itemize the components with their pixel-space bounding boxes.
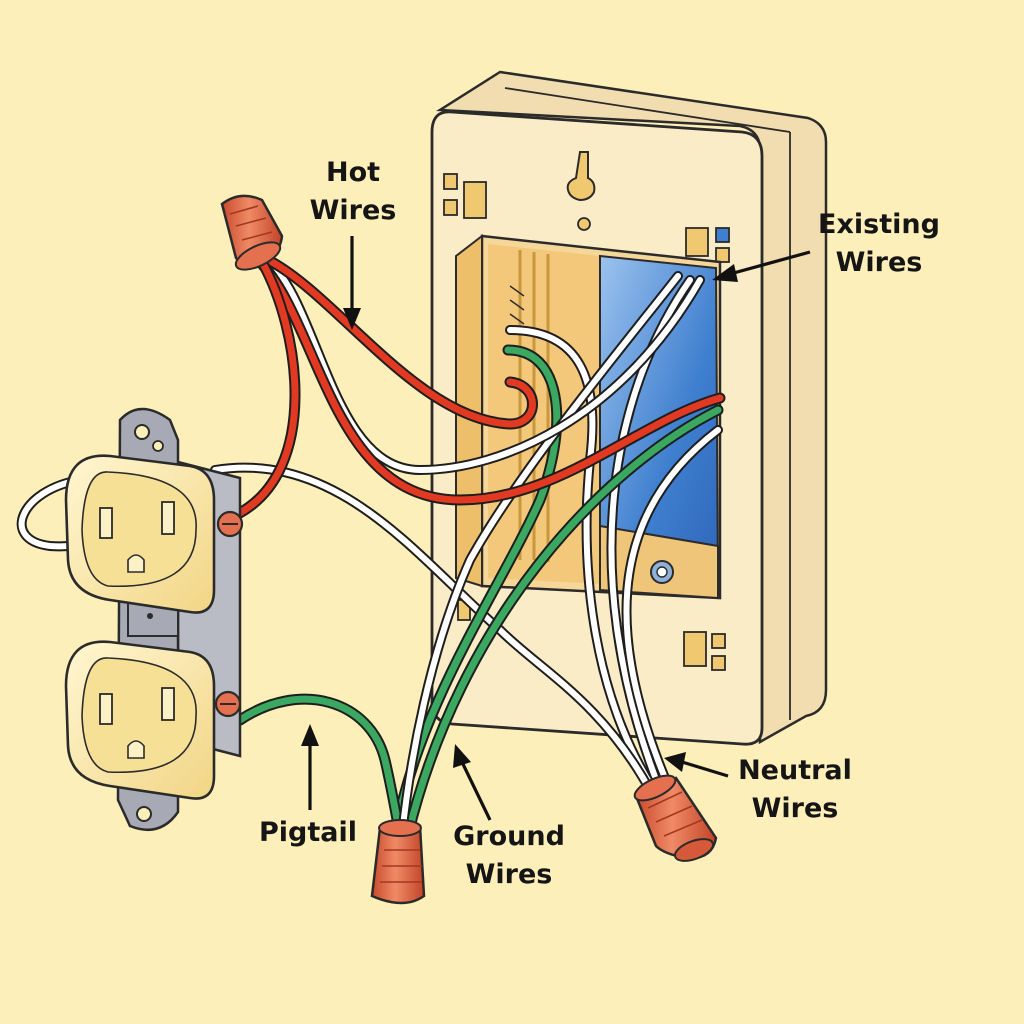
hot-wires-label-line1: Hot [325, 157, 381, 188]
pigtail-arrow [301, 724, 319, 810]
neutral-wires-label-line2: Wires [751, 793, 839, 824]
ground-wires-label: Ground Wires [444, 818, 574, 894]
existing-wires-label: Existing Wires [806, 206, 952, 282]
neutral-wires-label: Neutral Wires [726, 752, 864, 828]
wires [16, 253, 726, 841]
hot-arrow [343, 236, 361, 330]
wire-nut-hot [220, 194, 284, 271]
neutral-wires-label-line1: Neutral [738, 755, 852, 786]
duplex-receptacle [64, 407, 244, 831]
upper-outlet [64, 454, 216, 614]
neutral-wire-group [16, 275, 723, 795]
existing-wires-label-line1: Existing [818, 209, 940, 240]
callout-arrows [301, 236, 811, 821]
pigtail-label: Pigtail [248, 814, 368, 852]
existing-wire-group [397, 271, 683, 840]
ground-arrow [453, 744, 492, 821]
hot-wires-label-line2: Wires [309, 195, 397, 226]
wire-nut-neutral [633, 774, 718, 862]
hot-wires-label: Hot Wires [300, 154, 406, 230]
hot-wire-group [232, 253, 726, 520]
ground-wire-group [234, 344, 724, 841]
wire-nut-ground [370, 819, 426, 905]
pigtail-label-line1: Pigtail [258, 817, 357, 848]
neutral-arrow [664, 752, 729, 778]
ground-wires-label-line1: Ground [453, 821, 565, 852]
existing-arrow [712, 250, 811, 282]
existing-wires-label-line2: Wires [835, 247, 923, 278]
ground-wires-label-line2: Wires [465, 859, 553, 890]
lower-outlet [64, 640, 216, 800]
